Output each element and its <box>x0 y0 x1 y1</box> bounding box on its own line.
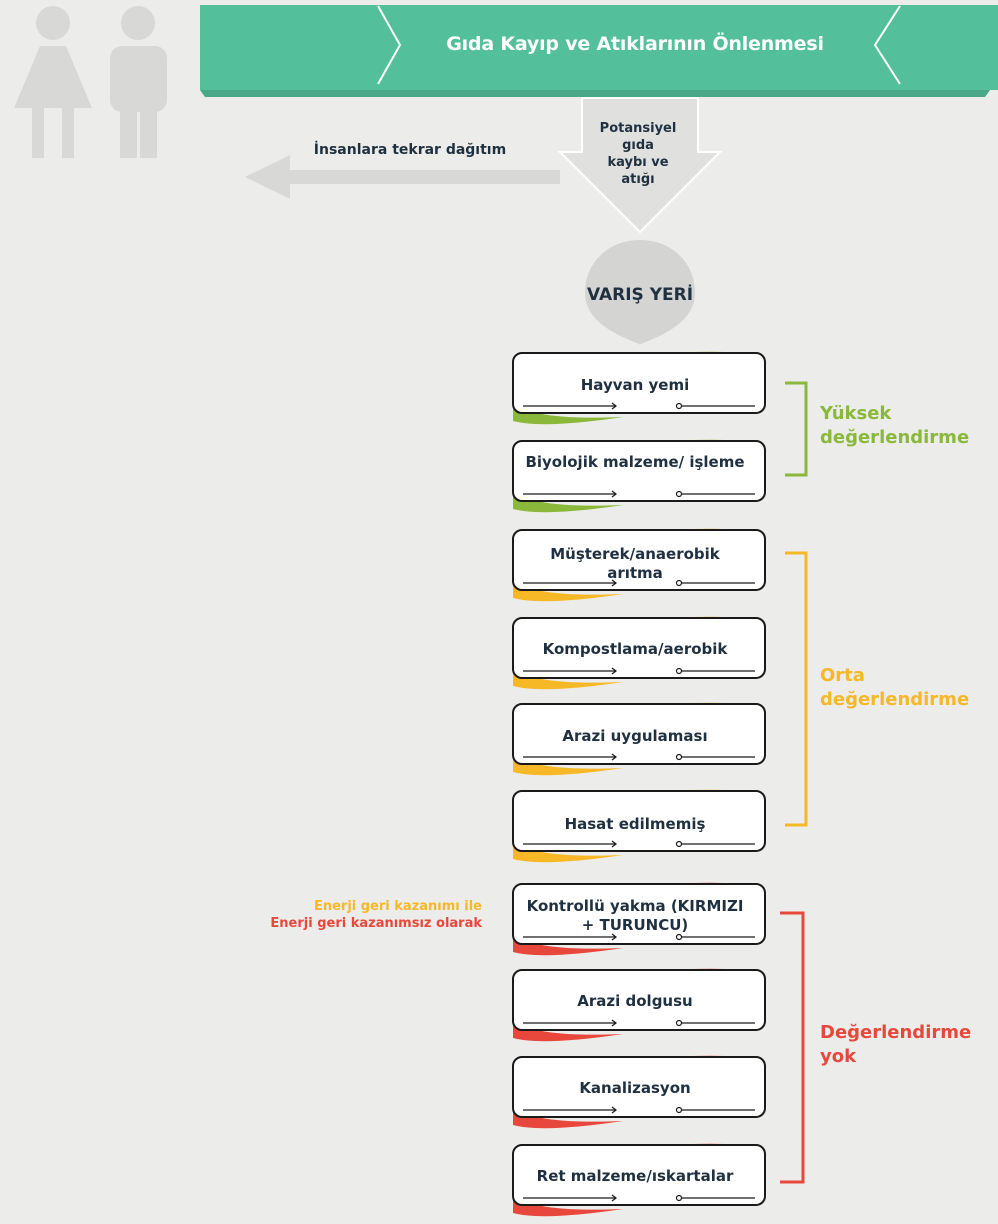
box-arrow-decoration <box>523 1019 617 1027</box>
box-label-unharvested: Hasat edilmemiş <box>564 815 706 833</box>
potential-line: gıda <box>622 138 654 153</box>
medium-bracket <box>785 551 808 827</box>
destination-box <box>512 1143 766 1217</box>
box-accent-bottom <box>513 932 623 956</box>
box-label-anaerobic: Müşterek/anaerobik arıtma <box>550 545 720 582</box>
box-arrow-decoration <box>523 933 617 941</box>
category-medium-label: Orta değerlendirme <box>820 665 970 710</box>
box-dot-decoration <box>675 402 683 410</box>
redistribution-arrow <box>245 155 560 199</box>
destination-box <box>512 616 766 690</box>
box-label-compost: Kompostlama/aerobik <box>542 640 728 658</box>
box-label-land-application: Arazi uygulaması <box>562 727 708 745</box>
box-dot-decoration <box>675 933 683 941</box>
box-frame <box>512 969 766 1031</box>
box-dot-decoration <box>675 1194 683 1202</box>
box-frame <box>512 352 766 414</box>
energy-without-label: Enerji geri kazanımsız olarak <box>270 916 482 931</box>
box-accent-bottom <box>513 839 623 863</box>
destination-label: VARIŞ YERİ <box>586 285 694 305</box>
destination-box <box>512 789 766 863</box>
box-frame <box>512 617 766 679</box>
box-accent-bottom <box>513 401 623 425</box>
box-dot-decoration <box>675 840 683 848</box>
box-arrow-decoration <box>523 1106 617 1114</box>
box-frame <box>512 1144 766 1206</box>
box-arrow-decoration <box>523 667 617 675</box>
box-arrow-decoration <box>523 1194 617 1202</box>
box-arrow-decoration <box>523 753 617 761</box>
box-accent-bottom <box>513 578 623 602</box>
box-frame <box>512 1056 766 1118</box>
box-label-sewer: Kanalizasyon <box>579 1079 691 1097</box>
box-dot-decoration <box>675 1106 683 1114</box>
category-high-label: Yüksek değerlendirme <box>820 403 970 448</box>
none-bracket <box>780 911 805 1184</box>
box-frame <box>512 883 766 945</box>
destination-box <box>512 702 766 776</box>
box-accent-bottom <box>513 489 623 513</box>
potential-line: atığı <box>621 172 655 187</box>
potential-label: Potansiyel gıda kaybı ve atığı <box>578 120 698 188</box>
box-frame <box>512 790 766 852</box>
box-arrow-decoration <box>523 402 617 410</box>
woman-icon <box>14 6 92 158</box>
box-label-landfill: Arazi dolgusu <box>577 992 693 1010</box>
box-frame <box>512 703 766 765</box>
high-bracket <box>785 381 808 477</box>
potential-arrow <box>557 97 723 234</box>
box-label-incineration: Kontrollü yakma (KIRMIZI + TURUNCU) <box>526 897 744 934</box>
box-accent-bottom <box>513 666 623 690</box>
box-frame <box>512 529 766 591</box>
box-arrow-decoration <box>523 579 617 587</box>
destination-box <box>512 968 766 1042</box>
energy-with-label: Enerji geri kazanımı ile <box>313 899 482 914</box>
destination-box <box>512 882 766 956</box>
redistribution-label: İnsanlara tekrar dağıtım <box>313 142 507 158</box>
box-dot-decoration <box>675 753 683 761</box>
destination-box <box>512 1055 766 1129</box>
box-arrow-decoration <box>523 840 617 848</box>
box-dot-decoration <box>675 579 683 587</box>
title-banner <box>200 5 998 97</box>
potential-line: Potansiyel <box>599 121 677 136</box>
box-frame <box>512 440 766 502</box>
box-accent-bottom <box>513 1018 623 1042</box>
box-label-animal-feed: Hayvan yemi <box>580 376 690 394</box>
potential-line: kaybı ve <box>607 155 669 170</box>
category-none-label: Değerlendirme yok <box>820 1022 972 1067</box>
location-pin-icon <box>585 240 695 345</box>
box-dot-decoration <box>675 667 683 675</box>
box-accent-bottom <box>513 1105 623 1129</box>
box-label-reject: Ret malzeme/ıskartalar <box>536 1167 734 1185</box>
box-accent-bottom <box>513 752 623 776</box>
destination-box <box>512 528 766 602</box>
destination-box <box>512 439 766 513</box>
box-dot-decoration <box>675 1019 683 1027</box>
page-title: Gıda Kayıp ve Atıklarının Önlenmesi <box>446 33 824 55</box>
box-dot-decoration <box>675 490 683 498</box>
man-icon <box>110 6 167 158</box>
box-arrow-decoration <box>523 490 617 498</box>
destination-box <box>512 351 766 425</box>
box-accent-bottom <box>513 1193 623 1217</box>
box-label-bio-material: Biyolojik malzeme/ işleme <box>525 453 745 471</box>
